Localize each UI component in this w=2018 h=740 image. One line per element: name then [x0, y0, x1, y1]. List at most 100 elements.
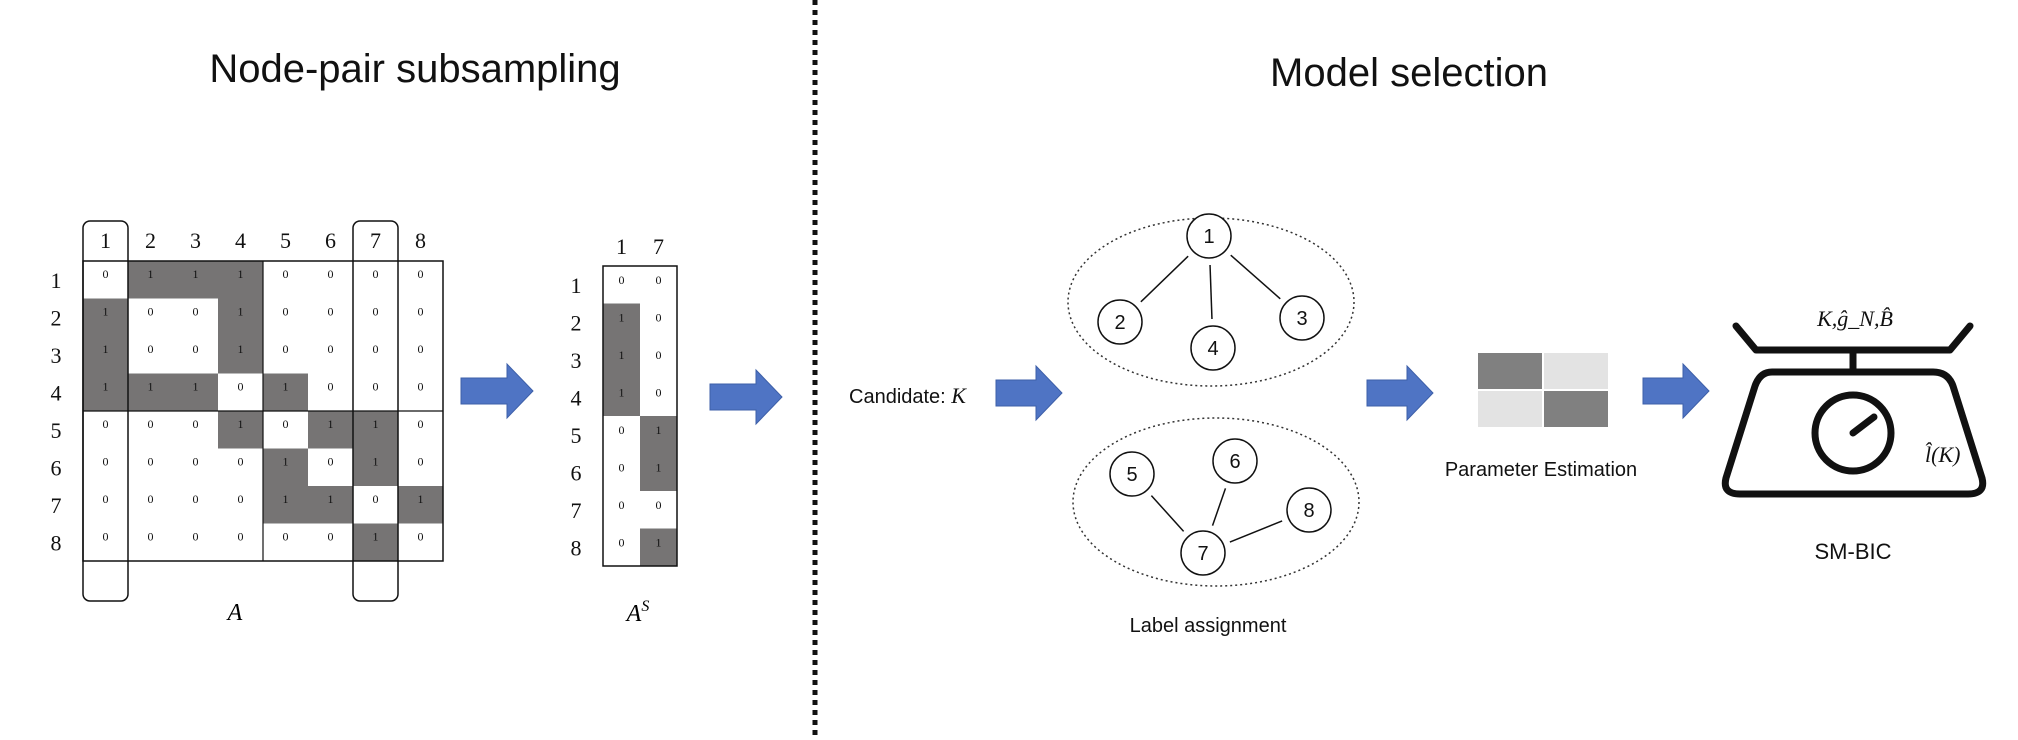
matrix-a-cell-value: 0 [418, 267, 424, 281]
matrix-a-row-label: 4 [51, 380, 62, 405]
matrix-a-cell-value: 1 [148, 267, 154, 281]
graph-1-node [1097, 299, 1143, 345]
flow-arrow [1642, 362, 1710, 420]
matrix-a-cell-filled [218, 298, 263, 336]
graph-1-edge [1140, 255, 1189, 303]
flow-arrow [709, 368, 783, 426]
graph-1-node-label: 2 [1114, 312, 1125, 334]
matrix-a-cell-value: 1 [328, 492, 334, 506]
graph-2-edge [1211, 488, 1227, 526]
block-matrix [1478, 353, 1608, 427]
matrix-a-col-label: 4 [235, 228, 246, 253]
matrix-a-cell-filled [128, 261, 173, 299]
matrix-a-cell-filled [398, 486, 443, 524]
matrix-a-cell-value: 0 [103, 267, 109, 281]
matrix-a-cell-value: 0 [328, 529, 334, 543]
flow-arrow [995, 364, 1063, 422]
matrix-a-cell-value: 1 [373, 529, 379, 543]
matrix-a-col-label: 3 [190, 228, 201, 253]
matrix-a-cell-value: 0 [283, 417, 289, 431]
matrix-a-col-label: 7 [370, 228, 381, 253]
graph-1-node-label: 4 [1207, 338, 1218, 360]
matrix-a-cell-filled [83, 336, 128, 374]
matrix-a-cell-value: 0 [418, 529, 424, 543]
matrix-a-cell-value: 1 [103, 304, 109, 318]
matrix-as-row-label: 1 [571, 273, 582, 298]
matrix-a-cell-value: 0 [193, 454, 199, 468]
matrix-a-cell-value: 0 [373, 342, 379, 356]
matrix-a-cell-filled [173, 373, 218, 411]
matrix-a-cell-value: 0 [193, 529, 199, 543]
matrix-a-cell-filled [128, 373, 173, 411]
matrix-a-cell-value: 0 [193, 417, 199, 431]
candidate-text: Candidate: [849, 386, 951, 408]
matrix-as-cell-value: 0 [619, 273, 625, 287]
matrix-a-cell-value: 0 [328, 454, 334, 468]
matrix-as-row-label: 7 [571, 498, 582, 523]
graph-2-ellipse [1072, 417, 1360, 587]
matrix-a-cell-value: 0 [238, 379, 244, 393]
matrix-a-cell-value: 0 [373, 379, 379, 393]
matrix-a-column-highlight [82, 220, 129, 602]
matrix-as-cell-value: 0 [656, 498, 662, 512]
matrix-a-cell-filled [173, 261, 218, 299]
matrix-as-cell-value: 0 [619, 535, 625, 549]
matrix-a-cell-value: 0 [103, 492, 109, 506]
matrix-as-cell-filled [640, 416, 677, 454]
block-cell [1478, 353, 1542, 389]
matrix-a-cell-value: 1 [328, 417, 334, 431]
matrix-a-cell-value: 0 [103, 454, 109, 468]
title-model-selection: Model selection [1270, 51, 1548, 95]
candidate-k: K [950, 383, 967, 408]
matrix-a-cell-value: 0 [283, 342, 289, 356]
matrix-a-cell-value: 1 [418, 492, 424, 506]
graph-1-node [1190, 325, 1236, 371]
matrix-as-row-label: 3 [571, 348, 582, 373]
graph-2-node-label: 7 [1197, 543, 1208, 565]
label-assignment-caption: Label assignment [1130, 615, 1287, 637]
matrix-as-cell-value: 0 [656, 385, 662, 399]
matrix-as-cell-value: 1 [619, 310, 625, 324]
matrix-a-row-label: 6 [51, 455, 62, 480]
matrix-as-row-label: 6 [571, 460, 582, 485]
graph-2-node-label: 5 [1126, 464, 1137, 486]
matrix-as-caption-sup: S [641, 598, 649, 615]
matrix-a-cell-value: 0 [103, 417, 109, 431]
matrix-a-cell-value: 0 [418, 454, 424, 468]
matrix-a-cell-filled [263, 448, 308, 486]
matrix-as-cell-filled [640, 453, 677, 491]
matrix-as-cell-value: 0 [619, 423, 625, 437]
matrix-a-cell-filled [308, 486, 353, 524]
matrix-a-col-label: 8 [415, 228, 426, 253]
matrix-a-row-label: 8 [51, 530, 62, 555]
matrix-a-row-label: 7 [51, 493, 62, 518]
matrix-as-cell-value: 1 [656, 535, 662, 549]
matrix-a-cell-filled [353, 448, 398, 486]
graph-2-node-label: 8 [1303, 500, 1314, 522]
matrix-a-col-label: 5 [280, 228, 291, 253]
sm-bic-caption: SM-BIC [1815, 539, 1892, 564]
matrix-a-cell-filled [83, 298, 128, 336]
parameter-estimation-caption: Parameter Estimation [1445, 459, 1637, 481]
matrix-a-cell-value: 0 [148, 342, 154, 356]
matrix-as-cell-filled [603, 341, 640, 379]
graph-1-ellipse [1067, 217, 1355, 387]
matrix-a-cell-value: 1 [103, 342, 109, 356]
matrix-a-cell-value: 0 [148, 417, 154, 431]
matrix-a-cell-filled [83, 373, 128, 411]
matrix-a-caption: A [226, 600, 243, 626]
matrix-as-row-label: 4 [571, 385, 582, 410]
flow-arrow [1366, 364, 1434, 422]
matrix-a-cell-filled [308, 411, 353, 449]
matrix-a-cell-value: 1 [238, 267, 244, 281]
matrix-a-cell-value: 0 [193, 492, 199, 506]
graph-1-node [1279, 295, 1325, 341]
matrix-a-cell-value: 1 [148, 379, 154, 393]
matrix-as-border [602, 265, 678, 567]
block-cell [1544, 353, 1608, 389]
matrix-a-row-label: 3 [51, 343, 62, 368]
matrix-as-cell-value: 0 [619, 498, 625, 512]
matrix-a-cell-value: 1 [193, 267, 199, 281]
graph-1-node-label: 1 [1203, 226, 1214, 248]
